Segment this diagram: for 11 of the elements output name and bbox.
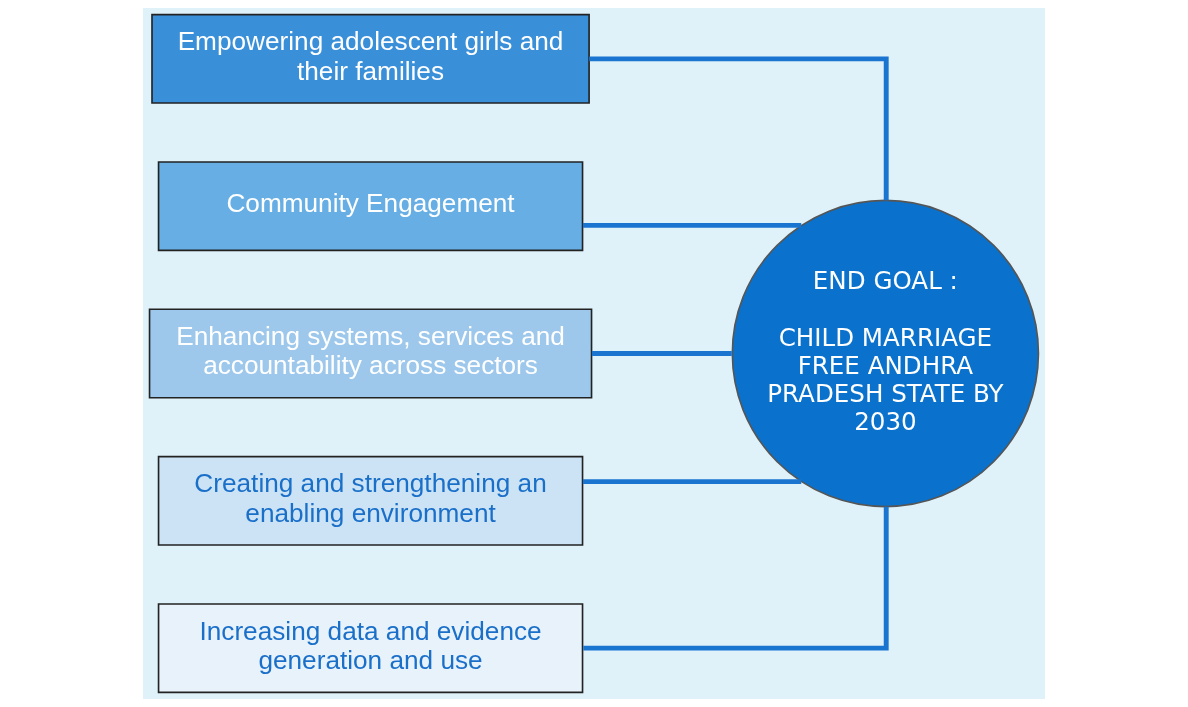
connector xyxy=(582,479,802,485)
node-box: Increasing data and evidence generation and use xyxy=(157,603,584,694)
node-box: Creating and strengthening an enabling environment xyxy=(157,455,584,546)
connector xyxy=(589,56,889,201)
connector xyxy=(583,506,889,651)
connector xyxy=(591,351,732,356)
connector xyxy=(582,222,802,228)
node-box: Community Engagement xyxy=(157,161,584,252)
node-box: Empowering adolescent girls and their families xyxy=(151,13,590,104)
node-circle: END GOAL : CHILD MARRIAGE FREE ANDHRA PRADESH STATE BY 2030 xyxy=(731,199,1040,508)
node-box: Enhancing systems, services and accountability across sectors xyxy=(148,308,593,399)
